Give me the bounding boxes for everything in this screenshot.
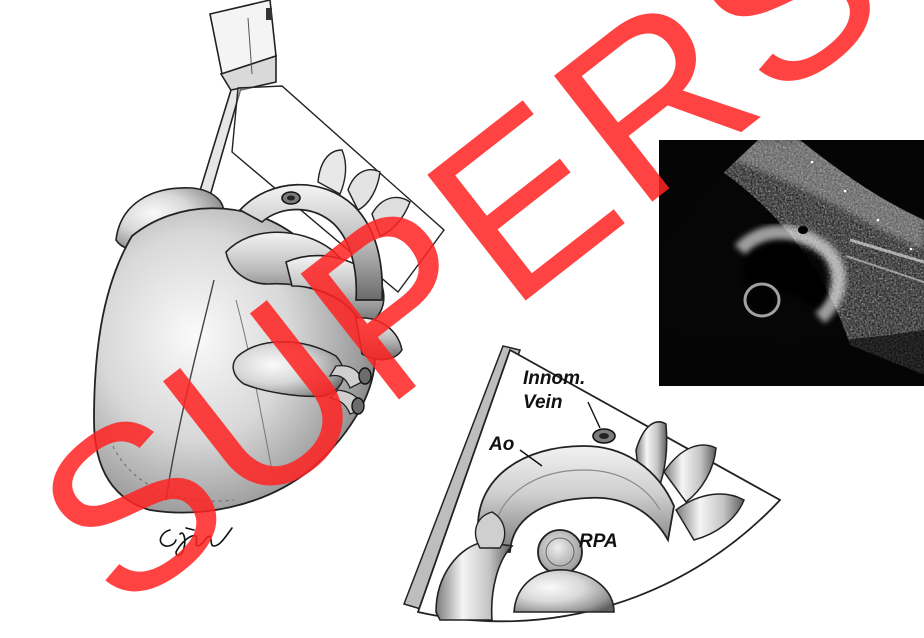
- rpa-cross-section: [538, 530, 582, 574]
- label-innominate-line2: Vein: [523, 392, 562, 413]
- label-rpa: RPA: [579, 531, 618, 552]
- label-aorta: Ao: [488, 434, 514, 455]
- artist-signature: [160, 528, 232, 555]
- label-innominate-line1: Innom.: [523, 368, 585, 389]
- heart-illustration: [94, 0, 444, 513]
- echocardiogram-panel: [659, 140, 924, 386]
- labeled-sector-diagram: Innom. Vein Ao RPA: [404, 346, 780, 621]
- probe-handle: [210, 0, 276, 92]
